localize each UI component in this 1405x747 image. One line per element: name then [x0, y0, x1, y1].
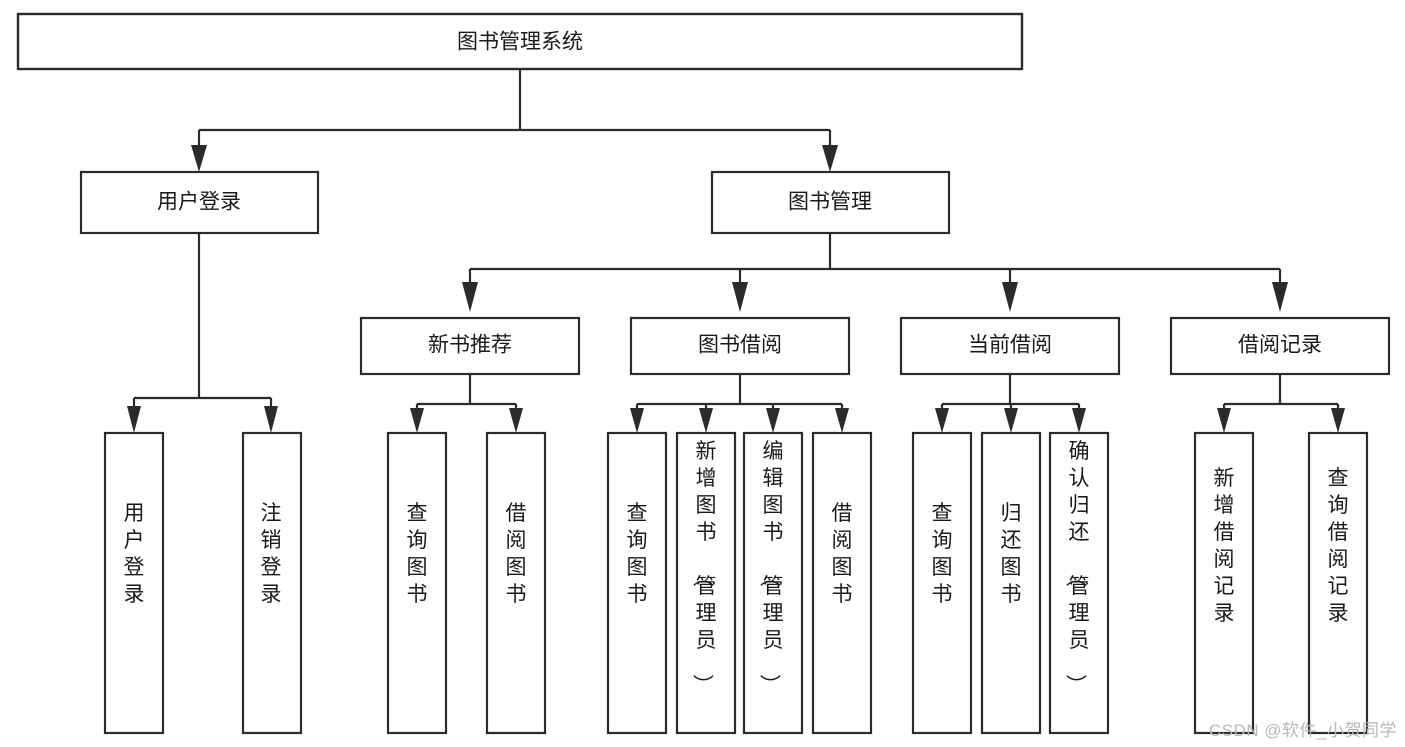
leaf-add-borrow-record[interactable]: 新增借阅记录 [1193, 431, 1255, 735]
leaf-logout-label: 注销登录 [261, 502, 282, 606]
leaf-return-book[interactable]: 归还图书 [980, 431, 1042, 735]
leaf-query-borrow-record-label: 查询借阅记录 [1328, 467, 1349, 625]
leaf-user-login-label: 用户登录 [124, 502, 145, 606]
arrow-current-leaf-1 [935, 408, 949, 433]
leaf-query-book-3-box[interactable] [911, 431, 973, 735]
leaf-borrow-book-2-box[interactable] [811, 431, 873, 735]
leaf-query-book-1[interactable]: 查询图书 [386, 431, 448, 735]
connector-layer [127, 69, 1345, 433]
arrow-to-leaf-user-login [127, 406, 141, 433]
leaf-return-book-box[interactable] [980, 431, 1042, 735]
arrow-borrow-leaf-3 [766, 408, 780, 433]
watermark-text: CSDN @软件_小贺同学 [1208, 721, 1397, 740]
leaf-return-book-label: 归还图书 [1001, 502, 1022, 606]
arrow-current-leaf-3 [1072, 408, 1086, 433]
node-current-borrow[interactable]: 当前借阅 [899, 316, 1121, 376]
leaf-edit-book-admin-box[interactable] [742, 431, 804, 735]
node-borrow-record-box[interactable] [1169, 316, 1391, 376]
node-new-book-recommend[interactable]: 新书推荐 [359, 316, 581, 376]
node-new-book-recommend-box[interactable] [359, 316, 581, 376]
arrow-to-book-manage [822, 145, 838, 172]
arrow-current-leaf-2 [1004, 408, 1018, 433]
leaf-edit-book-admin-label: 编辑图书（管理员） [758, 440, 784, 695]
leaf-borrow-book-2-label: 借阅图书 [832, 502, 853, 606]
leaf-query-book-2[interactable]: 查询图书 [606, 431, 668, 735]
node-root-label: 图书管理系统 [457, 31, 583, 54]
leaf-query-book-3[interactable]: 查询图书 [911, 431, 973, 735]
leaf-borrow-book-1[interactable]: 借阅图书 [485, 431, 547, 735]
arrow-borrow-leaf-4 [835, 408, 849, 433]
arrow-record-leaf-2 [1331, 408, 1345, 433]
leaf-borrow-book-2[interactable]: 借阅图书 [811, 431, 873, 735]
arrow-newbook-leaf-1 [410, 408, 424, 433]
leaf-query-book-1-label: 查询图书 [407, 502, 428, 606]
node-root[interactable]: 图书管理系统 [16, 12, 1024, 71]
leaf-logout[interactable]: 注销登录 [241, 431, 303, 735]
leaf-borrow-book-1-label: 借阅图书 [506, 502, 527, 606]
arrow-borrow-leaf-1 [630, 408, 644, 433]
leaf-add-borrow-record-label: 新增借阅记录 [1214, 467, 1235, 625]
leaf-query-book-2-label: 查询图书 [627, 502, 648, 606]
arrow-to-user-login [191, 145, 207, 172]
leaf-user-login-box[interactable] [103, 431, 165, 735]
arrow-borrow-leaf-2 [699, 408, 713, 433]
leaf-confirm-return-admin[interactable]: 确认归还（管理员） [1048, 431, 1110, 735]
leaf-query-borrow-record[interactable]: 查询借阅记录 [1307, 431, 1369, 735]
node-user-login-box[interactable] [79, 170, 320, 235]
node-borrow-record-label: 借阅记录 [1238, 334, 1322, 357]
leaf-edit-book-admin[interactable]: 编辑图书（管理员） [742, 431, 804, 735]
arrow-to-book-borrow [732, 282, 748, 312]
leaf-confirm-return-admin-box[interactable] [1048, 431, 1110, 735]
node-book-management[interactable]: 图书管理 [710, 170, 951, 235]
arrow-to-borrow-record [1272, 282, 1288, 312]
leaf-add-book-admin-box[interactable] [675, 431, 737, 735]
arrow-to-leaf-logout [264, 406, 278, 433]
leaf-borrow-book-1-box[interactable] [485, 431, 547, 735]
leaf-query-book-3-label: 查询图书 [932, 502, 953, 606]
node-book-management-label: 图书管理 [788, 191, 872, 214]
node-book-management-box[interactable] [710, 170, 951, 235]
leaf-query-book-2-box[interactable] [606, 431, 668, 735]
node-borrow-record[interactable]: 借阅记录 [1169, 316, 1391, 376]
node-book-borrow-label: 图书借阅 [698, 334, 782, 357]
leaf-add-book-admin[interactable]: 新增图书（管理员） [675, 431, 737, 735]
node-root-box[interactable] [16, 12, 1024, 71]
arrow-to-new-book-rec [462, 282, 478, 312]
node-user-login-label: 用户登录 [157, 191, 241, 214]
leaf-query-borrow-record-box[interactable] [1307, 431, 1369, 735]
node-user-login[interactable]: 用户登录 [79, 170, 320, 235]
leaf-add-borrow-record-box[interactable] [1193, 431, 1255, 735]
node-current-borrow-label: 当前借阅 [968, 334, 1052, 357]
leaf-confirm-return-admin-label: 确认归还（管理员） [1064, 440, 1090, 695]
arrow-record-leaf-1 [1217, 408, 1231, 433]
node-new-book-recommend-label: 新书推荐 [428, 334, 512, 357]
node-book-borrow[interactable]: 图书借阅 [629, 316, 851, 376]
leaf-add-book-admin-label: 新增图书（管理员） [691, 440, 717, 695]
arrow-newbook-leaf-2 [509, 408, 523, 433]
arrow-to-current-borrow [1002, 282, 1018, 312]
node-current-borrow-box[interactable] [899, 316, 1121, 376]
leaf-user-login[interactable]: 用户登录 [103, 431, 165, 735]
leaf-query-book-1-box[interactable] [386, 431, 448, 735]
leaf-logout-box[interactable] [241, 431, 303, 735]
node-book-borrow-box[interactable] [629, 316, 851, 376]
